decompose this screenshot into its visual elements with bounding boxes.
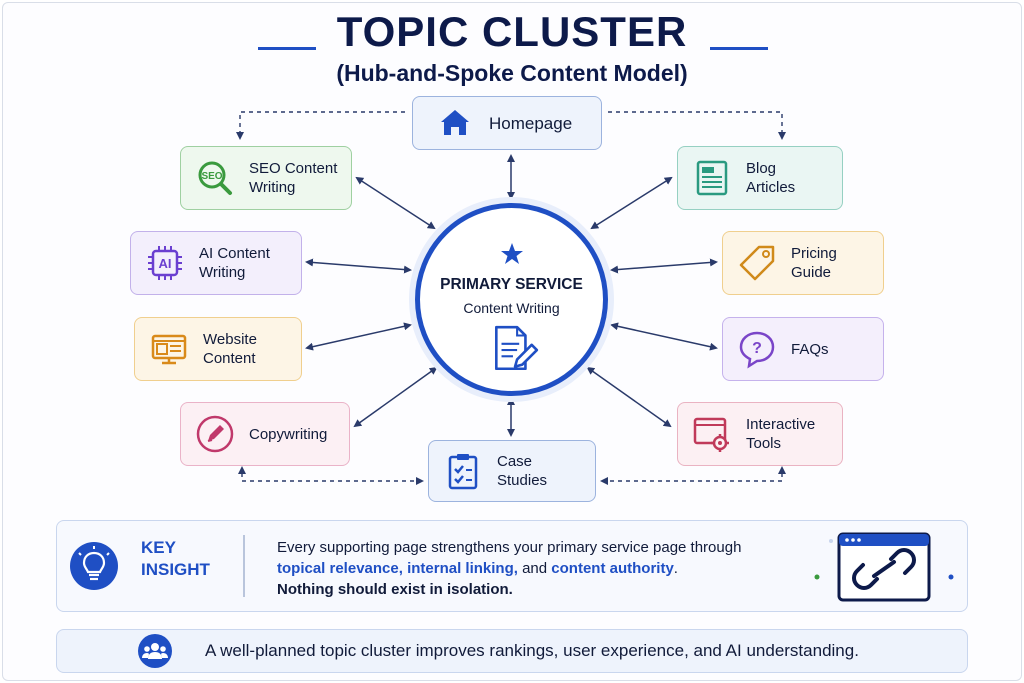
seo-magnifier-icon: SEO [198, 161, 232, 195]
arrow-tools-hub [586, 366, 672, 428]
node-interactive-tools[interactable]: Interactive Tools [677, 402, 843, 466]
node-website-label: Website Content [203, 331, 257, 367]
dashed-case-tools [600, 466, 786, 485]
home-icon [441, 110, 469, 135]
insight-line-1: Every supporting page strengthens your p… [277, 539, 742, 556]
node-blog-articles[interactable]: Blog Articles [677, 146, 843, 210]
node-ai-label: AI Content Writing [199, 245, 270, 281]
arrow-copywriting-hub [353, 366, 438, 428]
node-seo-content-writing[interactable]: SEO SEO Content Writing [180, 146, 352, 210]
node-tools-label: Interactive Tools [746, 416, 816, 452]
clipboard-check-icon [448, 454, 478, 490]
key-insight-label: KEY INSIGHT [141, 538, 210, 579]
monitor-icon [151, 334, 187, 365]
arrow-faqs-hub [610, 322, 718, 351]
node-case-studies[interactable]: Case Studies [428, 440, 596, 502]
insight-text: Every supporting page strengthens your p… [277, 537, 741, 600]
page-title: TOPIC CLUSTER [336, 8, 688, 55]
arrow-ai-hub [305, 258, 412, 274]
node-pricing-guide[interactable]: Pricing Guide [722, 231, 884, 295]
insight-divider [243, 535, 245, 597]
footer-text: A well-planned topic cluster improves ra… [205, 641, 859, 660]
arrow-seo-hub [355, 176, 436, 230]
svg-text:SEO: SEO [201, 171, 222, 182]
dashed-case-copywriting [238, 466, 424, 485]
price-tag-icon [739, 245, 775, 281]
insight-period: . [673, 560, 678, 577]
node-case-studies-label: Case Studies [497, 453, 548, 489]
node-homepage-label: Homepage [489, 113, 573, 133]
insight-highlight-1: topical relevance, internal linking, [277, 560, 518, 577]
node-homepage[interactable]: Homepage [412, 96, 602, 150]
browser-gear-icon [693, 417, 729, 452]
arrow-blog-hub [590, 176, 673, 230]
svg-text:AI: AI [159, 256, 172, 271]
hub-primary-service[interactable]: PRIMARY SERVICE Content Writing [415, 203, 608, 396]
ai-chip-icon: AI [148, 246, 182, 280]
page-subtitle: (Hub-and-Spoke Content Model) [336, 60, 688, 86]
title-underline-left [258, 47, 316, 50]
hub-title: PRIMARY SERVICE [440, 276, 583, 293]
lightbulb-icon [70, 542, 118, 590]
pencil-icon [196, 415, 234, 453]
node-ai-content-writing[interactable]: AI AI Content Writing [130, 231, 302, 295]
svg-text:?: ? [752, 340, 762, 357]
document-pen-icon [495, 325, 539, 371]
question-bubble-icon: ? [739, 331, 775, 369]
node-blog-label: Blog Articles [746, 160, 796, 196]
node-copywriting[interactable]: Copywriting [180, 402, 350, 466]
insight-and: and [517, 560, 552, 577]
node-faqs[interactable]: ? FAQs [722, 317, 884, 381]
browser-link-icon [814, 532, 954, 602]
dashed-homepage-seo [236, 111, 405, 140]
arrow-website-hub [305, 322, 412, 351]
hub-subtitle: Content Writing [463, 300, 560, 316]
node-seo-label: SEO Content Writing [249, 160, 338, 196]
arrow-pricing-hub [610, 258, 718, 274]
title-underline-right [710, 47, 768, 50]
node-pricing-label: Pricing Guide [791, 245, 837, 281]
article-icon [696, 160, 728, 196]
star-icon [501, 243, 523, 264]
insight-highlight-2: content authority [551, 560, 674, 577]
insight-line-3: Nothing should exist in isolation. [277, 581, 513, 598]
dashed-homepage-blog [608, 111, 786, 140]
node-faqs-label: FAQs [791, 340, 829, 358]
footer-banner: A well-planned topic cluster improves ra… [56, 629, 968, 673]
insight-line-2: topical relevance, internal linking, and… [277, 558, 741, 579]
node-copywriting-label: Copywriting [249, 425, 328, 443]
people-group-icon [138, 634, 172, 668]
key-insight-panel: KEY INSIGHT Every supporting page streng… [56, 520, 968, 612]
node-website-content[interactable]: Website Content [134, 317, 302, 381]
